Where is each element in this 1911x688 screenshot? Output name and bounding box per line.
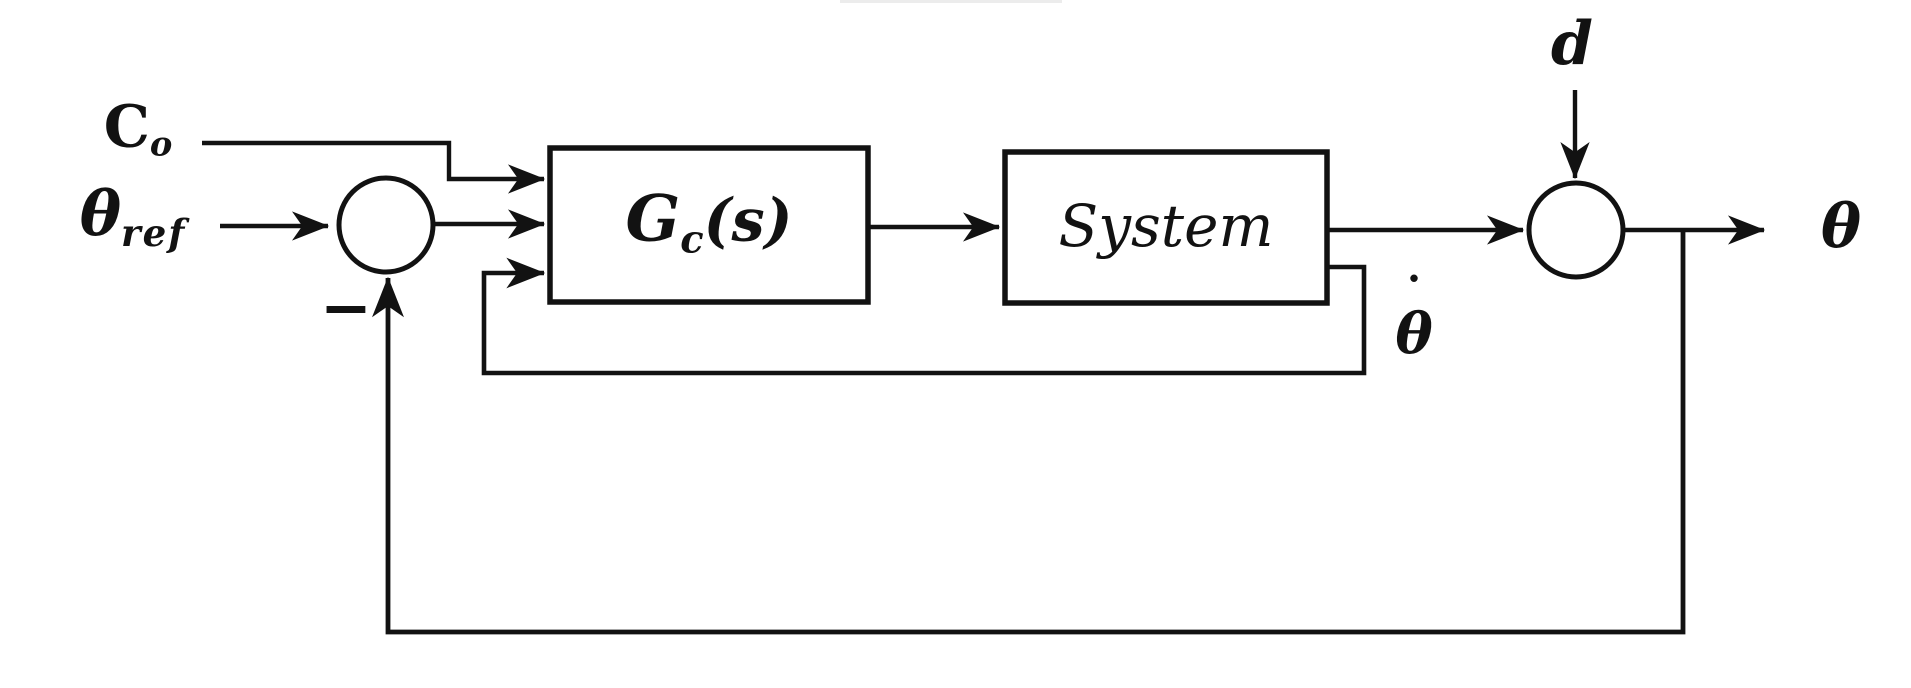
controller-label: Gc(s) (625, 181, 793, 263)
summing-junction-2 (1526, 180, 1626, 280)
system-label: System (1058, 192, 1274, 260)
rate-feedback-wire (481, 257, 1367, 376)
disturbance-label: d (1551, 9, 1593, 79)
main-feedback-wire (372, 232, 1686, 635)
c-o-label: Co (103, 92, 173, 164)
cropped-top-strip (840, 0, 1062, 3)
theta-dot-label: ˙ θ (1395, 268, 1433, 367)
c-o-wire (202, 140, 546, 194)
system-block (1002, 149, 1330, 306)
summing-junction-1 (336, 175, 436, 275)
output-label: θ (1820, 192, 1862, 262)
controller-block (547, 145, 871, 305)
theta-ref-label: θref (79, 176, 187, 256)
